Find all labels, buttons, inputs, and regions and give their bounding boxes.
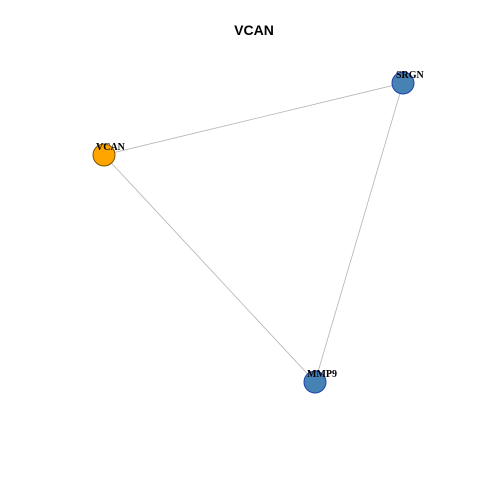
edge-vcan-srgn bbox=[103, 82, 404, 156]
node-label-mmp9: MMP9 bbox=[307, 369, 337, 380]
node-label-vcan: VCAN bbox=[96, 142, 126, 153]
node-vcan[interactable] bbox=[92, 143, 116, 167]
edge-srgn-mmp9 bbox=[314, 82, 404, 383]
nodes-layer bbox=[92, 71, 415, 394]
node-srgn[interactable] bbox=[391, 71, 415, 95]
node-mmp9[interactable] bbox=[303, 370, 327, 394]
plot-title: VCAN bbox=[234, 22, 274, 38]
edges-layer bbox=[103, 82, 404, 383]
node-label-srgn: SRGN bbox=[396, 70, 425, 81]
edge-vcan-mmp9 bbox=[103, 154, 316, 383]
labels-layer: VCAN SRGN MMP9 bbox=[96, 70, 425, 380]
